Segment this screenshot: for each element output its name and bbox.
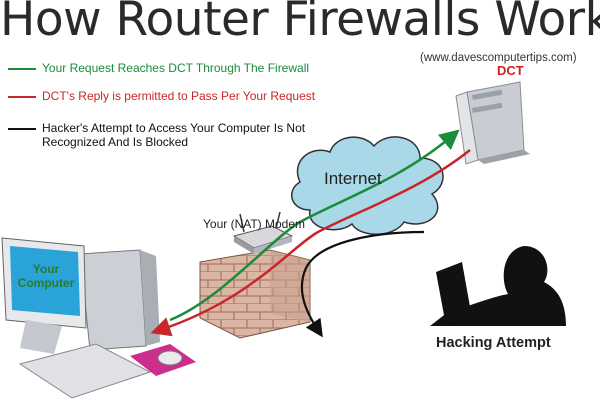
legend-item-request: Your Request Reaches DCT Through The Fir… — [8, 61, 309, 75]
cloud-icon — [290, 136, 444, 235]
request-arrow — [169, 129, 460, 322]
legend-label: DCT's Reply is permitted to Pass Per You… — [42, 89, 316, 103]
hacker-icon — [430, 246, 566, 326]
hacking-label: Hacking Attempt — [436, 335, 551, 351]
computer-label: Your Computer — [17, 262, 75, 290]
modem-label: Your (NAT) Modem — [203, 217, 306, 231]
server-icon — [455, 81, 530, 165]
legend-line-red — [8, 96, 36, 98]
legend-item-reply: DCT's Reply is permitted to Pass Per You… — [8, 89, 315, 103]
firewall-icon — [199, 249, 311, 339]
legend-label: Hacker's Attempt to Access Your Computer… — [42, 121, 306, 149]
dct-label: DCT — [497, 63, 524, 78]
reply-arrow — [150, 149, 471, 337]
computer-icon — [1, 237, 196, 399]
legend-label: Your Request Reaches DCT Through The Fir… — [42, 61, 310, 75]
hacker-arrow — [300, 230, 425, 338]
legend-line-black — [8, 128, 36, 130]
internet-label: Internet — [324, 169, 382, 188]
source-url: (www.davescomputertips.com) — [420, 52, 577, 64]
legend-item-hacker: Hacker's Attempt to Access Your Computer… — [8, 121, 312, 149]
modem-icon — [232, 211, 294, 254]
legend-line-green — [8, 68, 36, 70]
page-title: How Router Firewalls Work — [0, 0, 600, 47]
